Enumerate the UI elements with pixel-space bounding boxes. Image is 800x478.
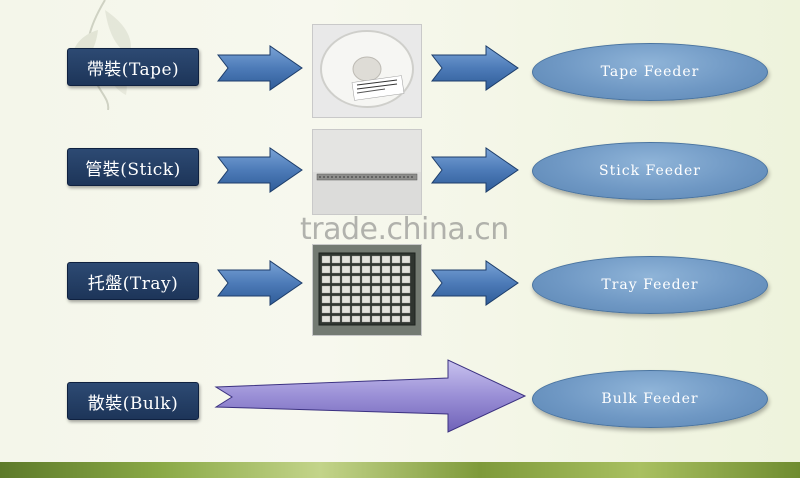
label-stick: 管裝(Stick) bbox=[67, 148, 199, 186]
arrow-tape-to-image bbox=[218, 46, 302, 90]
label-tray: 托盤(Tray) bbox=[67, 262, 199, 300]
stick-tube-image bbox=[312, 129, 422, 215]
label-tape: 帶裝(Tape) bbox=[67, 48, 199, 86]
label-bulk: 散裝(Bulk) bbox=[67, 382, 199, 420]
arrow-stick-image-to-feeder bbox=[432, 148, 518, 192]
feeder-bulk: Bulk Feeder bbox=[532, 370, 768, 428]
decorative-bottom-band bbox=[0, 462, 800, 478]
tape-reel-image bbox=[312, 24, 422, 118]
arrow-stick-to-image bbox=[218, 148, 302, 192]
arrow-bulk-to-feeder bbox=[216, 360, 525, 432]
tray-image bbox=[312, 244, 422, 336]
arrow-tray-to-image bbox=[218, 261, 302, 305]
arrow-tray-image-to-feeder bbox=[432, 261, 518, 305]
feeder-tape: Tape Feeder bbox=[532, 43, 768, 101]
watermark-text: trade.china.cn bbox=[300, 212, 509, 247]
arrow-tape-image-to-feeder bbox=[432, 46, 518, 90]
feeder-tray: Tray Feeder bbox=[532, 256, 768, 314]
feeder-stick: Stick Feeder bbox=[532, 142, 768, 200]
